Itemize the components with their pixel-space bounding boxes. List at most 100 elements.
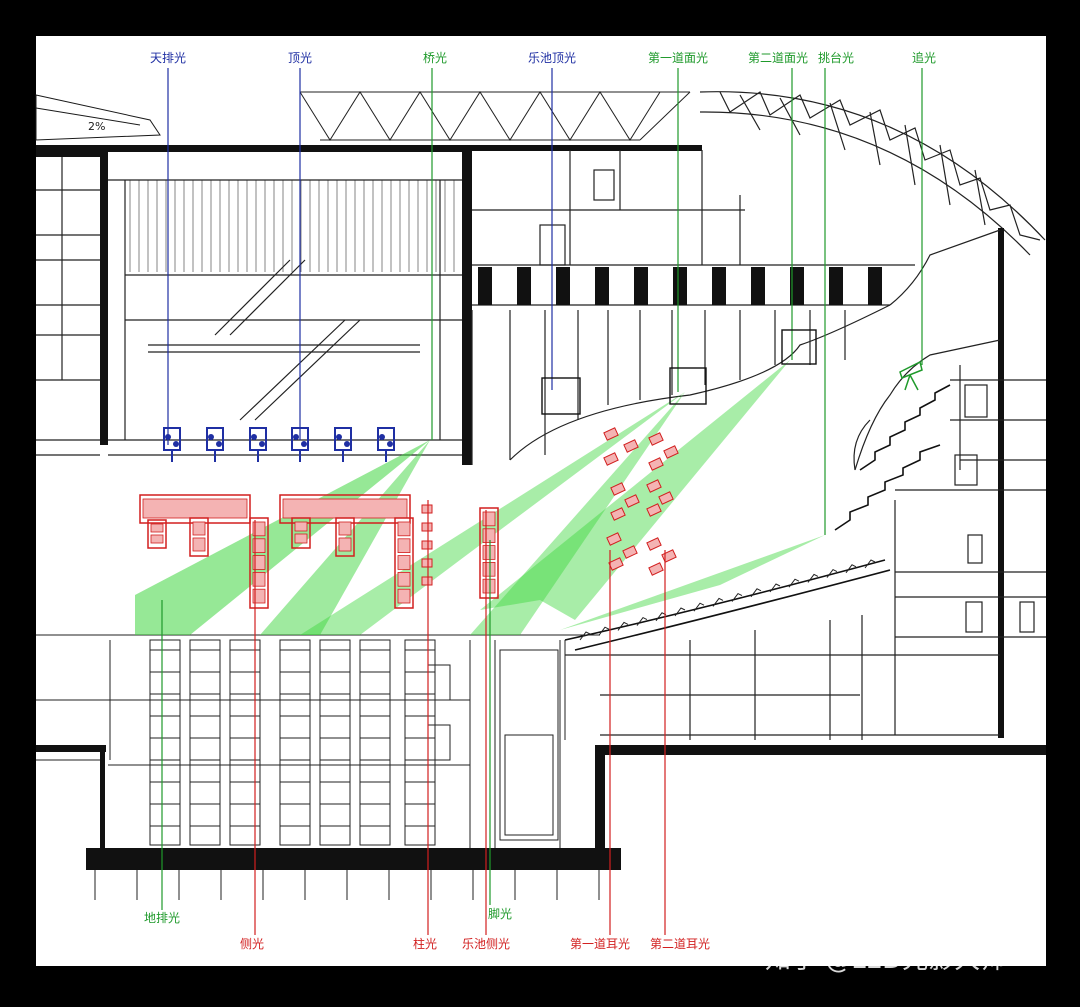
seat-row — [731, 592, 743, 602]
top-light-fixture — [334, 427, 352, 462]
seat-row — [788, 578, 800, 588]
ear-light — [663, 445, 679, 459]
ear-light — [658, 491, 674, 505]
top-light-fixture — [249, 427, 267, 462]
top-light-lamp — [301, 441, 307, 447]
ceiling-beam — [829, 267, 843, 305]
foundation-piles — [94, 870, 600, 900]
second-face-light-beam — [480, 360, 790, 620]
top-light-lamp — [259, 441, 265, 447]
bridge-light-beam-2 — [260, 440, 430, 635]
side-light-tower — [249, 517, 269, 609]
ceiling-beam — [556, 267, 570, 305]
ceiling-beam — [673, 267, 687, 305]
side-light-frame — [479, 507, 499, 599]
auditorium-structure — [471, 150, 1001, 471]
ear-light — [646, 479, 662, 493]
side-light-tower — [189, 517, 209, 557]
label-pit-side-light: 乐池侧光 — [462, 937, 510, 951]
top-light-lamp — [344, 441, 350, 447]
label-first-ear-light: 第一道耳光 — [570, 937, 630, 951]
seat-row — [712, 597, 724, 607]
ceiling-beam — [478, 267, 492, 305]
seat-row — [864, 559, 876, 569]
side-light-lamp — [338, 537, 352, 552]
top-light-fixtures — [163, 427, 395, 462]
side-light-lamp — [252, 521, 266, 537]
side-light-frame — [291, 517, 311, 549]
label-second-ear-light: 第二道耳光 — [650, 937, 710, 951]
side-light-lamp — [192, 537, 206, 552]
label-top-light: 顶光 — [288, 51, 312, 65]
side-light-lamp — [252, 588, 266, 604]
label-column-light: 柱光 — [413, 936, 437, 951]
ceiling-beam — [595, 267, 609, 305]
top-light-lamp — [251, 434, 257, 440]
label-balcony-light: 挑台光 — [818, 50, 854, 65]
side-light-frame — [189, 517, 209, 557]
ear-light — [648, 562, 664, 576]
balcony-light-beam — [560, 535, 825, 630]
left-building-floors — [36, 157, 100, 456]
seat-row — [769, 583, 781, 593]
side-light-lamp — [142, 498, 248, 519]
label-ground-row-light: 地排光 — [144, 911, 180, 925]
label-follow-spot: 追光 — [912, 50, 936, 65]
auditorium-ceiling-beams — [478, 267, 882, 305]
ear-light — [606, 532, 622, 546]
side-light-tower — [147, 519, 167, 549]
label-pit-top-light: 乐池顶光 — [528, 51, 576, 65]
side-light-lamp — [192, 521, 206, 536]
ceiling-beam — [868, 267, 882, 305]
side-light-lamp — [294, 521, 308, 532]
column-light — [421, 540, 433, 550]
seat-row — [845, 564, 857, 574]
side-light-lamp — [252, 555, 266, 570]
side-light-bar-right — [279, 494, 411, 524]
ceiling-beam — [751, 267, 765, 305]
top-light-lamp — [208, 434, 214, 440]
side-light-lamp — [252, 538, 266, 553]
face-light-booths — [541, 329, 817, 415]
label-bridge-light: 桥光 — [423, 51, 447, 65]
column-light — [421, 558, 433, 568]
side-light-tower — [291, 517, 311, 549]
top-light-lamp — [336, 434, 342, 440]
balcony-seating — [564, 384, 951, 651]
side-light-lamp — [482, 528, 496, 543]
stalls-seating — [579, 559, 876, 641]
roof-truss-right — [699, 91, 1046, 256]
side-light-lamp — [294, 533, 308, 544]
ear-light — [603, 452, 619, 466]
label-first-face-light: 第一道面光 — [648, 51, 708, 65]
ear-light — [648, 457, 664, 471]
side-light-lamp — [397, 521, 411, 537]
ceiling-beam — [790, 267, 804, 305]
lift-frame — [319, 639, 351, 846]
right-building-floors — [565, 365, 1046, 740]
side-light-lamp — [252, 572, 266, 587]
side-light-lamp — [397, 555, 411, 570]
lift-frame — [359, 639, 391, 846]
side-light-lamp — [282, 498, 408, 519]
lift-frame — [404, 639, 436, 846]
top-light-lamp — [379, 434, 385, 440]
side-light-lamp — [482, 562, 496, 577]
follow-spot-fixture — [899, 360, 923, 391]
side-light-lamp — [397, 572, 411, 587]
light-beams — [135, 360, 825, 635]
seat-row — [807, 573, 819, 583]
lift-frame — [189, 639, 221, 846]
side-light-lamp — [150, 534, 164, 544]
side-light-lamp — [482, 578, 496, 594]
fly-bars — [129, 180, 455, 272]
top-light-lamp — [216, 441, 222, 447]
side-light-frame — [147, 519, 167, 549]
seat-row — [826, 568, 838, 578]
first-face-light-beam-2 — [470, 392, 685, 635]
side-light-frame — [394, 517, 414, 609]
ear-light — [623, 439, 639, 453]
seat-row — [617, 621, 629, 631]
ear-light — [648, 432, 664, 446]
